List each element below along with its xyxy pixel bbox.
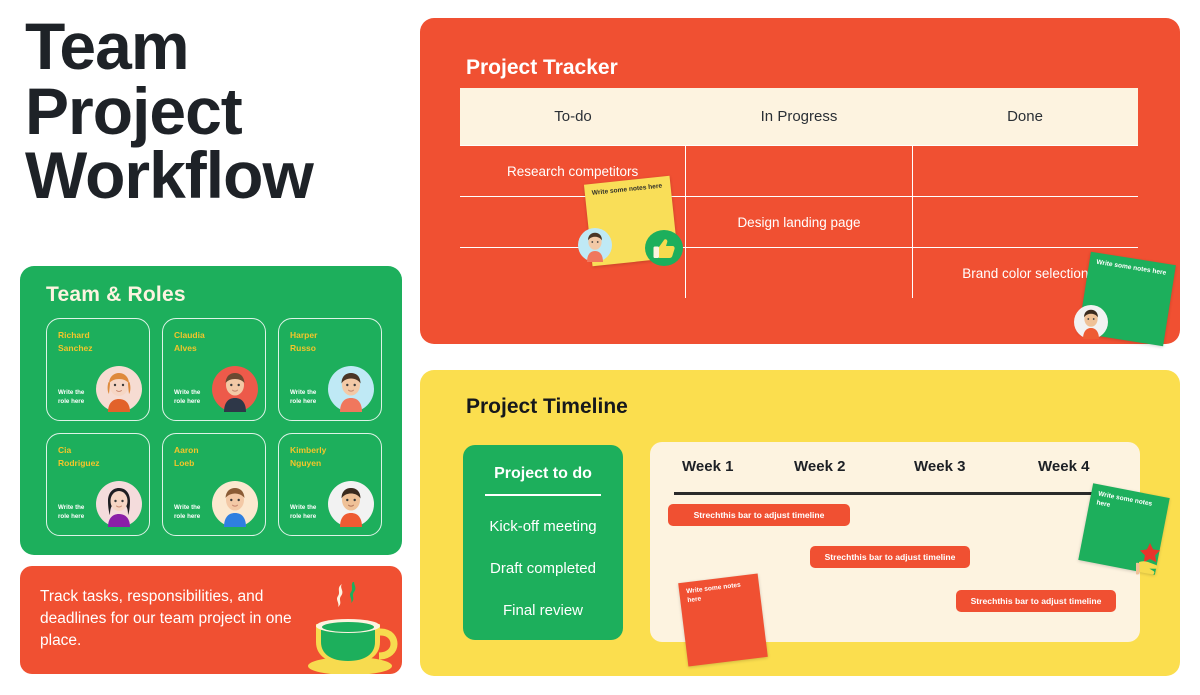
project-tracker-heading: Project Tracker xyxy=(466,56,618,79)
sticky-note-text: Write some notes here xyxy=(591,182,663,197)
project-todo-card: Project to do Kick-off meeting Draft com… xyxy=(463,445,623,640)
member-name: Claudia Alves xyxy=(174,330,205,353)
member-name: Cia Rodriguez xyxy=(58,445,100,468)
team-member-card[interactable]: Aaron Loeb Write the role here xyxy=(162,433,266,536)
track-tasks-text: Track tasks, responsibilities, and deadl… xyxy=(40,588,292,649)
tracker-cell[interactable] xyxy=(911,197,1138,247)
team-member-grid: Richard Sanchez Write the role here Clau… xyxy=(46,318,382,540)
tracker-cell[interactable] xyxy=(911,146,1138,196)
member-name: Aaron Loeb xyxy=(174,445,199,468)
thumbs-up-badge-icon xyxy=(645,230,683,266)
page-title-line-3: Workflow xyxy=(25,138,314,213)
project-tracker-panel: Project Tracker xyxy=(420,18,1180,344)
avatar-man-blue-circle-icon xyxy=(328,366,374,412)
team-member-card[interactable]: Claudia Alves Write the role here xyxy=(162,318,266,421)
tracker-table-body: Research competitors Design landing page… xyxy=(460,145,1138,298)
tracker-cell[interactable]: Design landing page xyxy=(685,197,911,247)
timeline-bar[interactable]: Strechthis bar to adjust timeline xyxy=(956,590,1116,612)
hand-holding-star-badge-icon xyxy=(1136,543,1161,575)
tracker-cell[interactable] xyxy=(685,146,911,196)
avatar-woman-black-hair-icon xyxy=(96,481,142,527)
tracker-cell[interactable] xyxy=(685,248,911,298)
timeline-week-headers: Week 1 Week 2 Week 3 Week 4 xyxy=(674,458,1116,490)
table-row: Research competitors xyxy=(460,145,1138,196)
team-member-card[interactable]: Richard Sanchez Write the role here xyxy=(46,318,150,421)
tracker-cell[interactable]: Research competitors xyxy=(507,163,639,179)
member-role-placeholder: Write the role here xyxy=(174,389,201,406)
sticky-note-text: Write some notes here xyxy=(685,581,742,604)
week-label-4: Week 4 xyxy=(1038,458,1090,475)
project-todo-title: Project to do xyxy=(494,465,592,482)
tracker-cell[interactable]: Brand color selection xyxy=(911,248,1138,298)
project-timeline-heading: Project Timeline xyxy=(466,395,628,418)
project-tracker-table: To-do In Progress Done Research competit… xyxy=(460,88,1138,298)
tracker-table-header: To-do In Progress Done xyxy=(460,88,1138,145)
team-and-roles-panel: Team & Roles Richard Sanchez Write the r… xyxy=(20,266,402,555)
avatar-woman-orange-hair-icon xyxy=(96,366,142,412)
avatar-woman-orange-shirt-icon xyxy=(328,481,374,527)
member-role-placeholder: Write the role here xyxy=(290,504,317,521)
team-member-card[interactable]: Harper Russo Write the role here xyxy=(278,318,382,421)
page-title: Team Project Workflow xyxy=(25,9,400,213)
team-member-card[interactable]: Kimberly Nguyen Write the role here xyxy=(278,433,382,536)
avatar-badge-woman-icon xyxy=(1074,305,1108,339)
table-row: Design landing page xyxy=(460,196,1138,247)
member-role-placeholder: Write the role here xyxy=(174,504,201,521)
avatar-badge-man-icon xyxy=(578,228,612,262)
timeline-bar[interactable]: Strechthis bar to adjust timeline xyxy=(810,546,970,568)
sticky-note-text: Write some notes here xyxy=(1095,490,1153,509)
project-todo-item[interactable]: Draft completed xyxy=(490,560,596,577)
project-todo-item[interactable]: Kick-off meeting xyxy=(489,518,597,535)
page-title-line-2: Project xyxy=(25,73,243,148)
tracker-column-header-inprogress: In Progress xyxy=(760,108,838,125)
page-title-line-1: Team xyxy=(25,9,190,83)
team-member-card[interactable]: Cia Rodriguez Write the role here xyxy=(46,433,150,536)
member-role-placeholder: Write the role here xyxy=(290,389,317,406)
sticky-note-text: Write some notes here xyxy=(1095,258,1167,277)
tracker-column-header-todo: To-do xyxy=(554,108,592,125)
project-todo-divider xyxy=(485,494,601,497)
timeline-axis-line xyxy=(674,492,1122,495)
avatar-man-blue-shirt-icon xyxy=(212,481,258,527)
table-row: Brand color selection xyxy=(460,247,1138,298)
member-name: Kimberly Nguyen xyxy=(290,445,327,468)
member-role-placeholder: Write the role here xyxy=(58,389,85,406)
timeline-note-red[interactable]: Write some notes here xyxy=(678,573,768,667)
week-label-2: Week 2 xyxy=(794,458,846,475)
week-label-3: Week 3 xyxy=(914,458,966,475)
team-panel-heading: Team & Roles xyxy=(46,283,186,306)
member-name: Harper Russo xyxy=(290,330,318,353)
avatar-man-red-shirt-icon xyxy=(212,366,258,412)
week-label-1: Week 1 xyxy=(682,458,734,475)
member-name: Richard Sanchez xyxy=(58,330,93,353)
track-tasks-card: Track tasks, responsibilities, and deadl… xyxy=(20,566,402,674)
project-todo-item[interactable]: Final review xyxy=(502,602,584,619)
member-role-placeholder: Write the role here xyxy=(58,504,85,521)
tracker-column-header-done: Done xyxy=(1007,108,1043,125)
timeline-bar[interactable]: Strechthis bar to adjust timeline xyxy=(668,504,850,526)
coffee-cup-icon xyxy=(308,582,398,674)
